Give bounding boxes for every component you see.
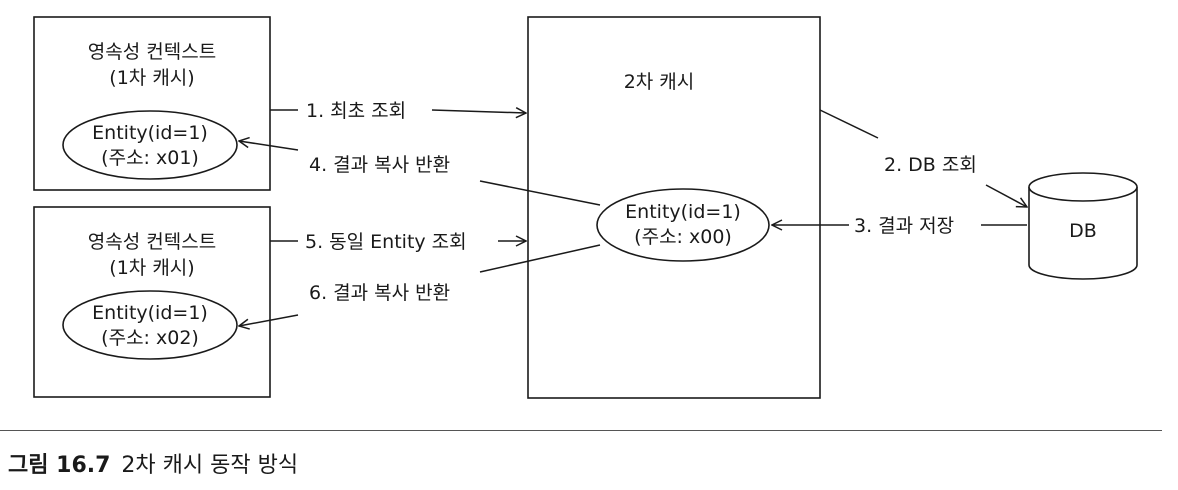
persistence-context-2-subtitle: (1차 캐시) — [109, 257, 194, 279]
entity-x02-ellipse — [62, 290, 238, 360]
return-line-6 — [479, 244, 601, 273]
arrow-step-6 — [239, 314, 299, 326]
step-1-label: 1. 최초 조회 — [306, 100, 406, 122]
db-label: DB — [1069, 220, 1097, 242]
second-level-cache-title: 2차 캐시 — [624, 71, 695, 93]
entity-x02-address: (주소: x02) — [101, 327, 199, 349]
arrow-step-4 — [239, 141, 299, 151]
entity-x01-ellipse — [62, 110, 238, 180]
arrow-step-1 — [431, 110, 526, 113]
entity-x00-address: (주소: x00) — [634, 226, 732, 248]
step-2-label: 2. DB 조회 — [884, 154, 977, 176]
entity-x01-name: Entity(id=1) — [92, 122, 208, 144]
figure-title: 2차 캐시 동작 방식 — [121, 453, 299, 478]
entity-x01-address: (주소: x01) — [101, 147, 199, 169]
persistence-context-1-title: 영속성 컨텍스트 — [88, 41, 216, 63]
entity-x02-name: Entity(id=1) — [92, 302, 208, 324]
entity-x00-name: Entity(id=1) — [625, 201, 741, 223]
return-line-4 — [479, 180, 601, 206]
entity-x00-ellipse — [596, 188, 770, 262]
persistence-context-1-subtitle: (1차 캐시) — [109, 67, 194, 89]
figure-caption: 그림 16.7 2차 캐시 동작 방식 — [8, 447, 298, 479]
arrow-step-2-tail — [819, 109, 879, 139]
step-4-label: 4. 결과 복사 반환 — [309, 154, 450, 176]
arrow-step-2 — [985, 184, 1027, 207]
step-5-label: 5. 동일 Entity 조회 — [305, 231, 467, 253]
cache-diagram: 영속성 컨텍스트 (1차 캐시) Entity(id=1) (주소: x01) … — [33, 16, 1138, 399]
step-6-label: 6. 결과 복사 반환 — [309, 282, 450, 304]
step-3-label: 3. 결과 저장 — [854, 215, 954, 237]
persistence-context-2-title: 영속성 컨텍스트 — [88, 231, 216, 253]
db-cylinder-body — [1028, 187, 1138, 280]
caption-divider — [0, 430, 1162, 431]
db-cylinder-top — [1028, 172, 1138, 202]
figure-number: 그림 16.7 — [8, 453, 111, 478]
